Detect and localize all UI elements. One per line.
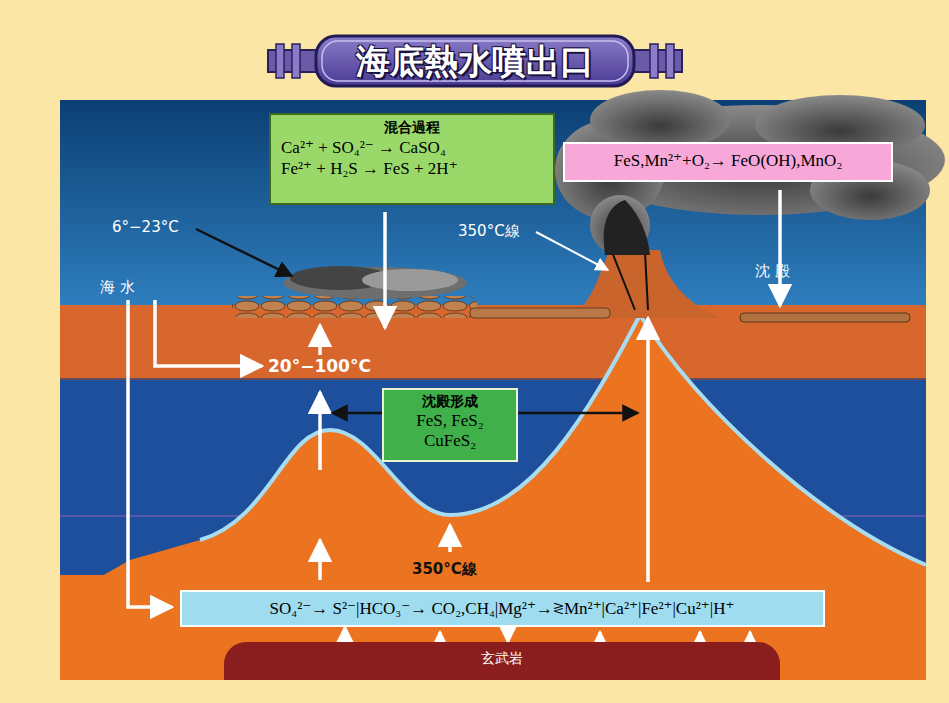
flow-arrow <box>344 627 347 642</box>
leader-lines <box>536 232 608 270</box>
title-text: 海底熱水噴出口 <box>316 36 634 86</box>
node-text: Fe²⁺ + H₂S → FeS + 2H⁺ <box>281 158 543 179</box>
temperature-label: 20°−100°C <box>268 356 371 376</box>
seawater-label: 海 水 <box>100 278 135 297</box>
node-text: 沈殿形成 <box>394 393 506 411</box>
node-text: FeS,Mn²⁺+O₂→ FeO(OH),MnO₂ <box>575 150 881 171</box>
node-text: CuFeS₂ <box>394 431 506 451</box>
reaction-box: FeS,Mn²⁺+O₂→ FeO(OH),MnO₂ <box>563 142 893 182</box>
isotherm-label: 350°C線 <box>458 222 520 241</box>
node-text: FeS, FeS₂ <box>394 411 506 431</box>
precipitate-box: 沈殿形成FeS, FeS₂CuFeS₂ <box>382 388 518 462</box>
flow-arrows <box>128 190 780 607</box>
process-box: 混合過程Ca²⁺ + SO₄²⁻ → CaSO₄Fe²⁺ + H₂S → FeS… <box>269 113 555 205</box>
cross-section <box>60 90 945 680</box>
node-text: 混合過程 <box>281 119 543 137</box>
node-text: Ca²⁺ + SO₄²⁻ → CaSO₄ <box>281 137 543 158</box>
leader-lines <box>196 229 292 276</box>
node-text: 玄武岩 <box>234 650 770 668</box>
isotherm-label: 350°C線 <box>412 560 477 579</box>
ion-bar: SO₄²⁻→ S²⁻|HCO₃⁻→ CO₂,CH₄|Mg²⁺→≷Mn²⁺|Ca²… <box>180 590 825 627</box>
title-banner <box>268 36 682 86</box>
sediment-label: 沈 殿 <box>755 262 790 281</box>
basalt-layer: 玄武岩 <box>224 642 780 680</box>
flow-arrow <box>507 627 510 642</box>
node-text: SO₄²⁻→ S²⁻|HCO₃⁻→ CO₂,CH₄|Mg²⁺→≷Mn²⁺|Ca²… <box>192 598 813 619</box>
temperature-label: 6°−23°C <box>112 218 179 236</box>
